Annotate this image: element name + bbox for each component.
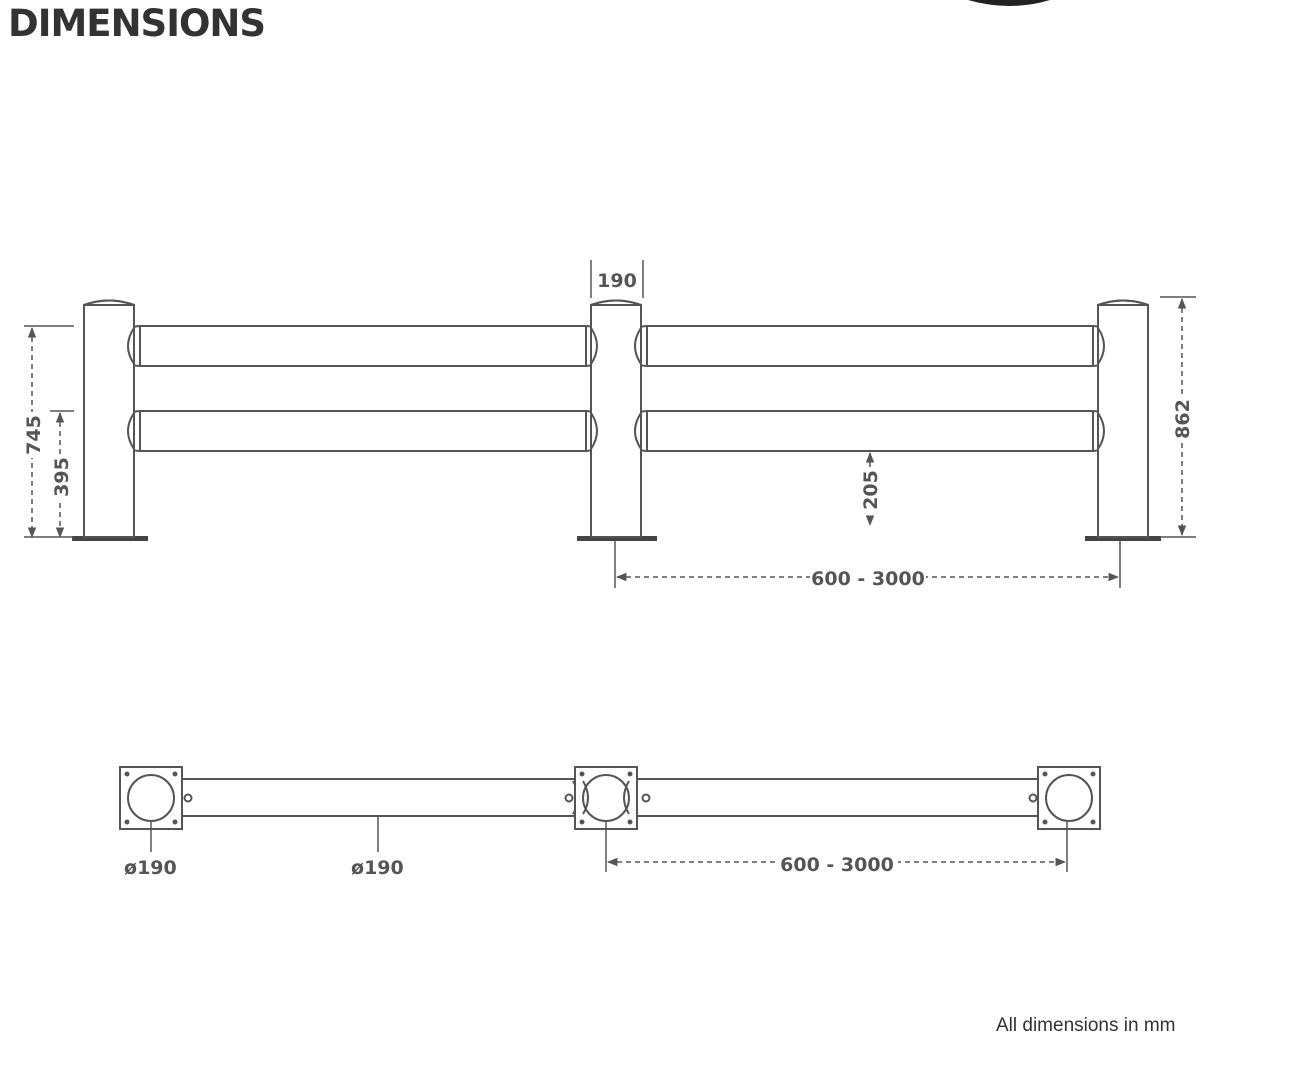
- label-overall-height: 862: [1172, 399, 1194, 439]
- label-span-elevation: 600 - 3000: [811, 568, 925, 590]
- rail-top-left-bay: [119, 325, 607, 367]
- plan-post-right: [1037, 766, 1101, 830]
- label-span-plan: 600 - 3000: [780, 854, 894, 876]
- elevation-view: [72, 299, 1161, 541]
- label-post-width: 190: [597, 270, 637, 292]
- label-bottom-rail-height: 395: [51, 457, 73, 497]
- plan-labels: ø190 ø190 600 - 3000: [124, 851, 898, 879]
- logo-fragment: [968, 0, 1050, 6]
- page-title: DIMENSIONS: [8, 2, 266, 45]
- label-top-rail-height: 745: [23, 415, 45, 455]
- label-rail-clearance: 205: [860, 470, 882, 510]
- rail-bottom-right-bay: [626, 410, 1114, 452]
- plan-post-middle: [574, 766, 638, 830]
- post-diameter-value: 190: [137, 857, 177, 879]
- plan-view: [119, 766, 1101, 830]
- label-post-diameter: ø190: [124, 857, 177, 879]
- base-plate-left: [72, 536, 148, 541]
- rail-top-right-bay: [626, 325, 1114, 367]
- diameter-symbol-icon: ø: [351, 857, 364, 879]
- plan-rail-left-bay: [177, 778, 579, 817]
- diameter-symbol-icon: ø: [124, 857, 137, 879]
- units-note: All dimensions in mm: [996, 1015, 1176, 1036]
- plan-post-left: [119, 766, 183, 830]
- label-rail-diameter: ø190: [351, 857, 404, 879]
- plan-rail-right-bay: [632, 778, 1044, 817]
- base-plate-right: [1085, 536, 1161, 541]
- base-plate-middle: [577, 536, 657, 541]
- elevation-labels: 190 745 395 862 205 600 - 3000: [22, 270, 1194, 590]
- rail-bottom-left-bay: [119, 410, 607, 452]
- rail-diameter-value: 190: [364, 857, 404, 879]
